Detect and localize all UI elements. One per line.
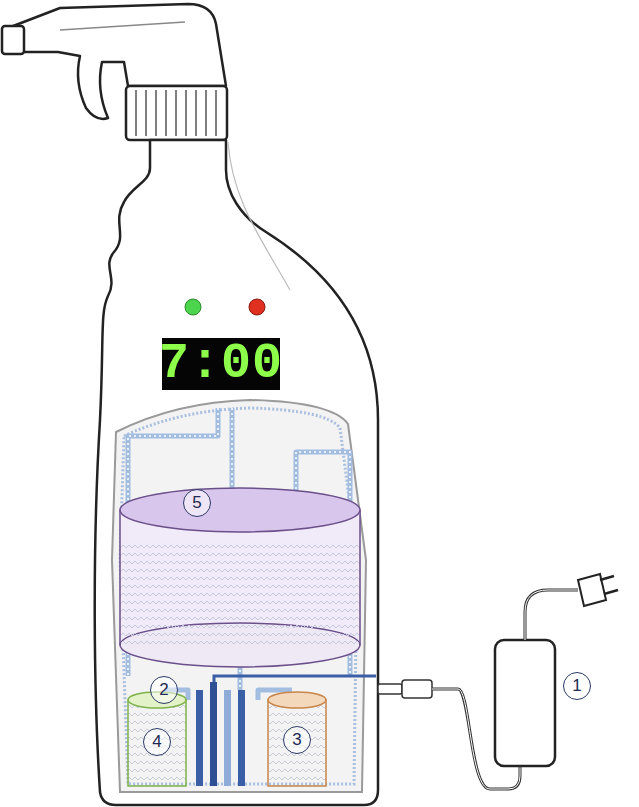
plug-pin [604, 590, 618, 594]
callout-number: 2 [150, 676, 178, 704]
green-led [185, 299, 201, 315]
cutaway-window [112, 400, 366, 792]
callout-number: 4 [143, 728, 171, 756]
cap-ribs [136, 90, 216, 136]
nozzle [2, 26, 24, 54]
callout-number: 5 [183, 489, 211, 517]
electrodes [196, 682, 245, 786]
mains-cable [525, 590, 578, 640]
trigger-detail [60, 22, 185, 30]
dc-plug [402, 680, 432, 698]
dc-jack [378, 684, 402, 694]
bottle-body [95, 140, 378, 805]
bottle-seam [228, 142, 290, 290]
main-tank-side [359, 510, 361, 645]
main-tank-lid [120, 488, 360, 532]
callout-number: 3 [283, 726, 311, 754]
power-adapter [495, 640, 555, 766]
callout-number: 1 [563, 672, 591, 700]
power-line [214, 676, 376, 682]
bottle-cap [126, 86, 227, 140]
mains-cable-core [525, 590, 578, 640]
orange-tank [268, 700, 326, 786]
orange-tank-lid [268, 692, 326, 708]
timer-display: 7:00 [159, 338, 283, 390]
green-tank [128, 700, 186, 786]
red-led [249, 299, 265, 315]
main-tank-liquid [120, 540, 360, 645]
main-tank-side [119, 510, 121, 645]
plug-pin [600, 576, 614, 580]
main-tank-fill [121, 540, 359, 645]
